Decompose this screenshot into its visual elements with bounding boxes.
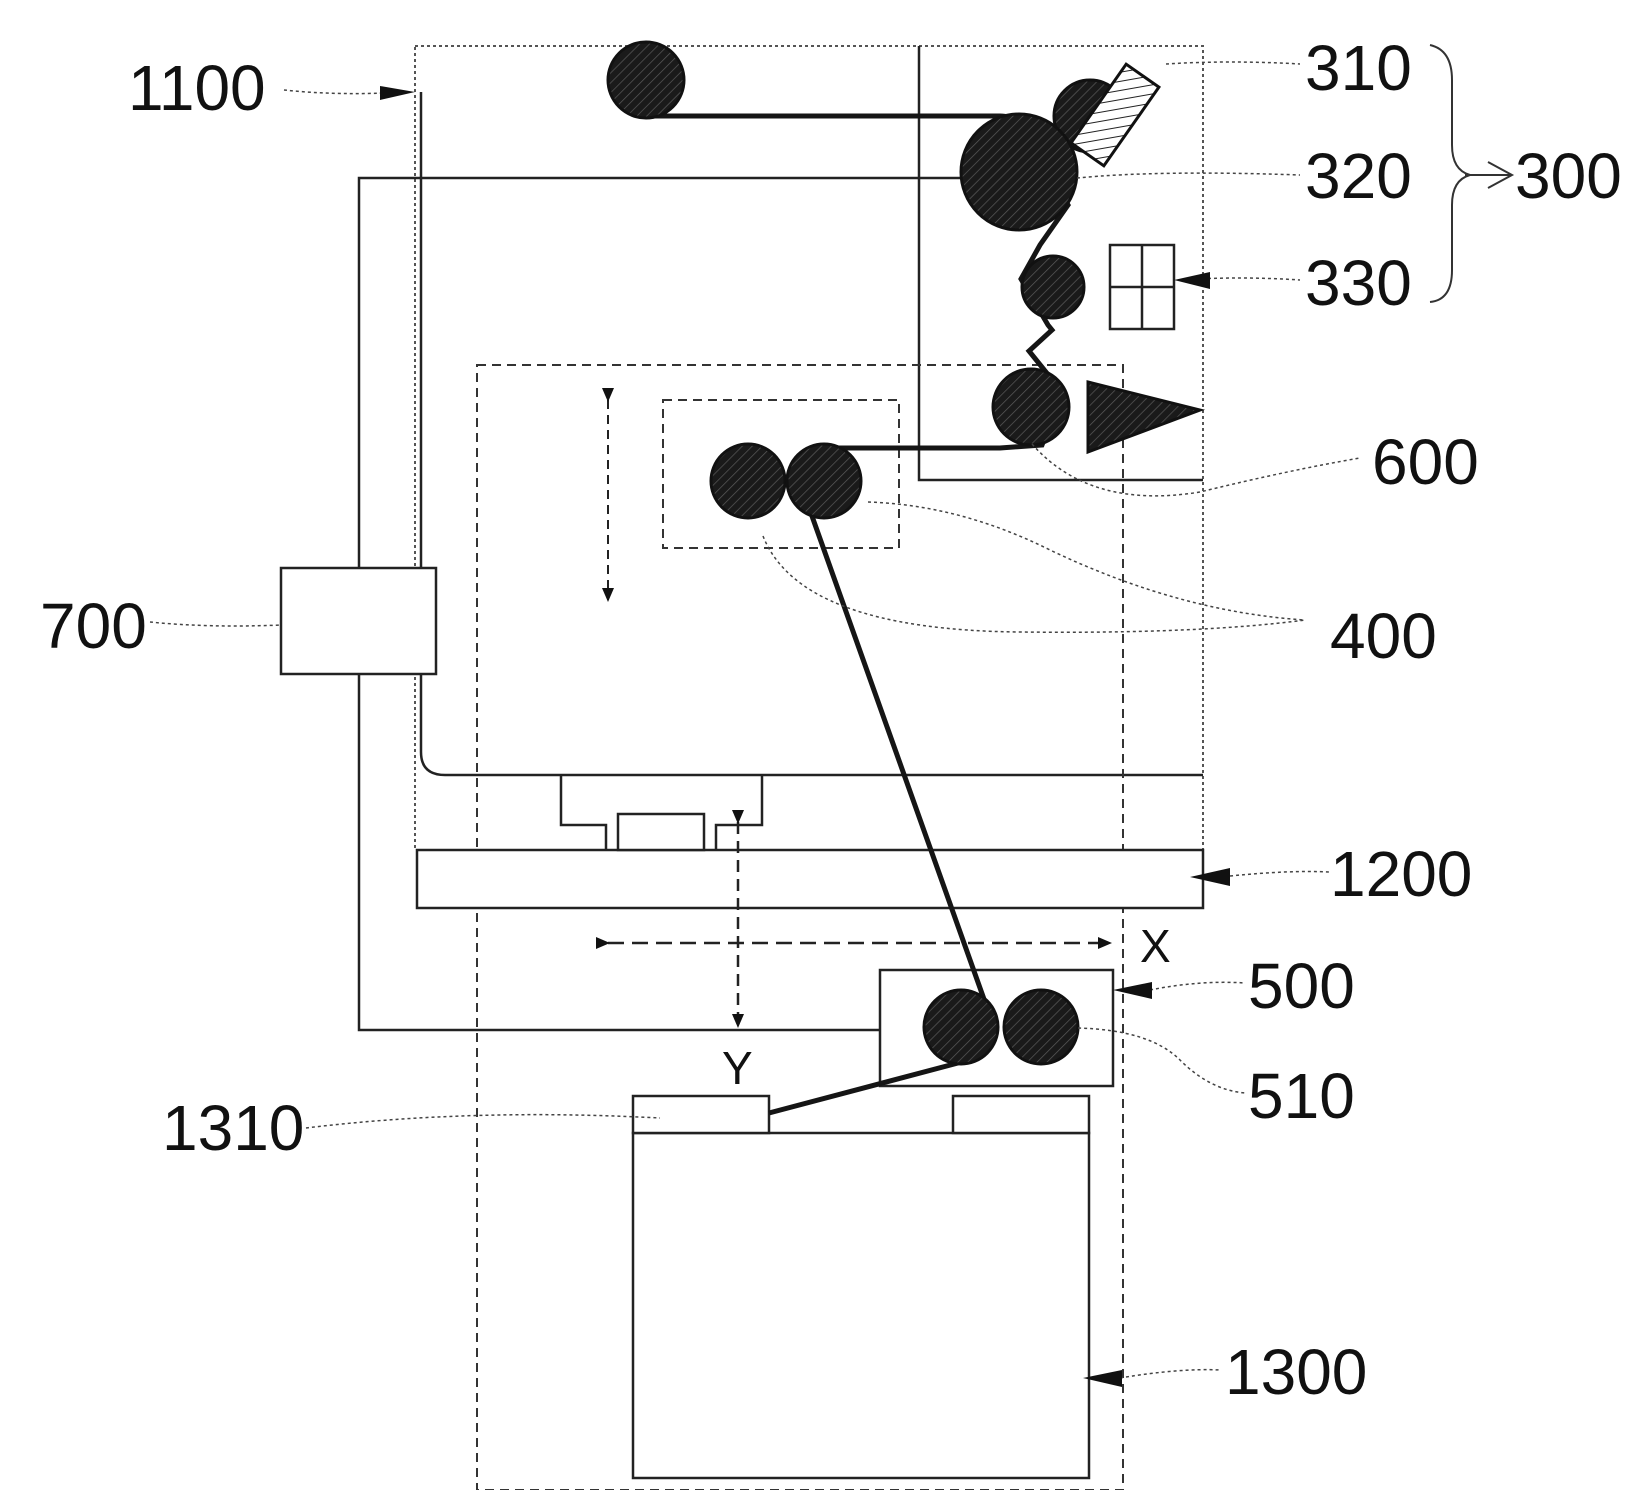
wire-path — [646, 116, 1068, 1113]
roller-400-left — [711, 444, 785, 518]
roller-600 — [993, 369, 1069, 445]
supply-roller — [608, 42, 684, 118]
y-axis-label: Y — [722, 1042, 753, 1094]
pad-1310 — [633, 1096, 769, 1133]
label-320: 320 — [1305, 140, 1412, 212]
label-310: 310 — [1305, 32, 1412, 104]
brace-300 — [1430, 45, 1470, 302]
label-1310: 1310 — [162, 1092, 304, 1164]
label-300: 300 — [1515, 140, 1622, 212]
label-1200: 1200 — [1330, 838, 1472, 910]
leader-1310 — [306, 1115, 660, 1128]
leader-700 — [150, 622, 281, 626]
label-1300: 1300 — [1225, 1336, 1367, 1408]
label-500: 500 — [1248, 950, 1355, 1022]
controller-700-box — [281, 568, 436, 674]
label-1100: 1100 — [128, 52, 266, 124]
leader-1300 — [1120, 1370, 1220, 1378]
label-330: 330 — [1305, 247, 1412, 319]
label-700: 700 — [40, 590, 147, 662]
leader-400b — [868, 502, 1305, 620]
substrate-1300 — [633, 1133, 1089, 1478]
arrow-1100 — [380, 86, 415, 100]
roller-400-right — [787, 444, 861, 518]
arrow-500 — [1113, 982, 1152, 999]
leader-1200 — [1230, 872, 1330, 877]
leader-400a — [763, 536, 1305, 632]
tension-sensor-330 — [1110, 245, 1174, 329]
roller-510-left — [924, 990, 998, 1064]
arrow-330 — [1174, 272, 1210, 289]
leader-310 — [1166, 62, 1300, 64]
label-600: 600 — [1372, 426, 1479, 498]
label-400: 400 — [1330, 600, 1437, 672]
frame-1100-arm — [421, 92, 1203, 775]
label-510: 510 — [1248, 1060, 1355, 1132]
leader-320 — [1077, 173, 1300, 178]
platform-1200 — [417, 850, 1203, 908]
leader-600 — [1032, 444, 1360, 496]
pad-right — [953, 1096, 1089, 1133]
roller-510-right — [1004, 990, 1078, 1064]
stamp-head-inner — [618, 814, 704, 850]
roller-320 — [961, 114, 1077, 230]
leader-500 — [1150, 982, 1245, 990]
roller-330 — [1022, 256, 1084, 318]
x-axis-label: X — [1140, 920, 1171, 972]
guide-triangle — [1088, 382, 1200, 452]
